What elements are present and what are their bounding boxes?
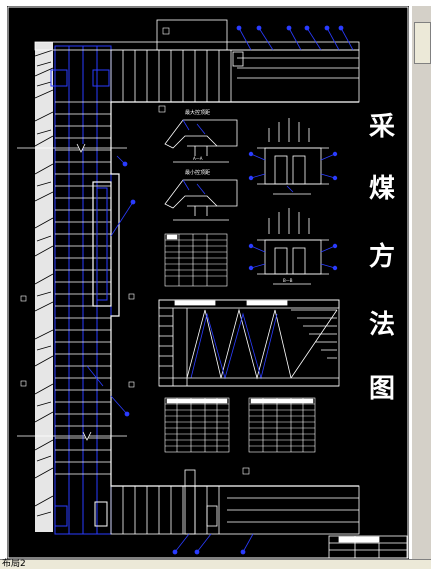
plan-a-label: 最大控顶距 xyxy=(185,109,210,116)
roadway-section-1 xyxy=(257,118,329,195)
top-callouts xyxy=(236,25,354,51)
top-roadway-box xyxy=(156,19,228,51)
roadway-section-1-callouts xyxy=(248,151,338,193)
shearer-body xyxy=(92,181,112,307)
bottom-roadway xyxy=(110,469,360,535)
face-hydraulic-props xyxy=(55,101,111,475)
support-plan-a: 最大控顶距 A—A xyxy=(164,109,238,163)
scrollbar-thumb[interactable] xyxy=(414,22,431,64)
title-char-1: 采 xyxy=(368,112,395,142)
economic-table xyxy=(248,397,316,453)
mining-method-drawing: 最大控顶距 A—A 最小控顶距 xyxy=(7,6,409,559)
plan-a-section-label: A—A xyxy=(193,156,203,161)
title-char-4: 法 xyxy=(368,310,395,340)
equipment-table xyxy=(164,233,228,287)
vertical-scrollbar[interactable] xyxy=(412,6,431,559)
drawing-canvas[interactable]: 最大控顶距 A—A 最小控顶距 xyxy=(7,6,409,559)
title-char-2: 煤 xyxy=(368,174,395,204)
roadway-section-2: B—B xyxy=(257,208,329,285)
drawing-border xyxy=(7,6,409,559)
face-support-column xyxy=(50,45,112,535)
title-char-3: 方 xyxy=(368,242,395,272)
rock-hatch-strip xyxy=(34,42,54,532)
plan-b-label: 最小控顶距 xyxy=(185,169,210,176)
title-block xyxy=(328,535,408,559)
layout-tab-active[interactable]: 布局2 xyxy=(2,559,26,569)
support-plan-b: 最小控顶距 xyxy=(164,169,238,221)
section-2-label: B—B xyxy=(283,278,293,283)
section-cut-lines xyxy=(17,143,127,441)
labor-table xyxy=(164,397,230,453)
roadway-section-2-callouts xyxy=(248,243,338,271)
shearer-inner xyxy=(96,187,108,301)
left-callouts xyxy=(86,155,136,417)
top-roadway xyxy=(34,41,360,103)
title-char-5: 图 xyxy=(368,374,395,404)
bottom-callouts xyxy=(172,533,254,555)
cycle-diagram xyxy=(158,299,340,387)
marker-labels xyxy=(20,27,250,475)
layout-tab-bar xyxy=(0,559,431,569)
